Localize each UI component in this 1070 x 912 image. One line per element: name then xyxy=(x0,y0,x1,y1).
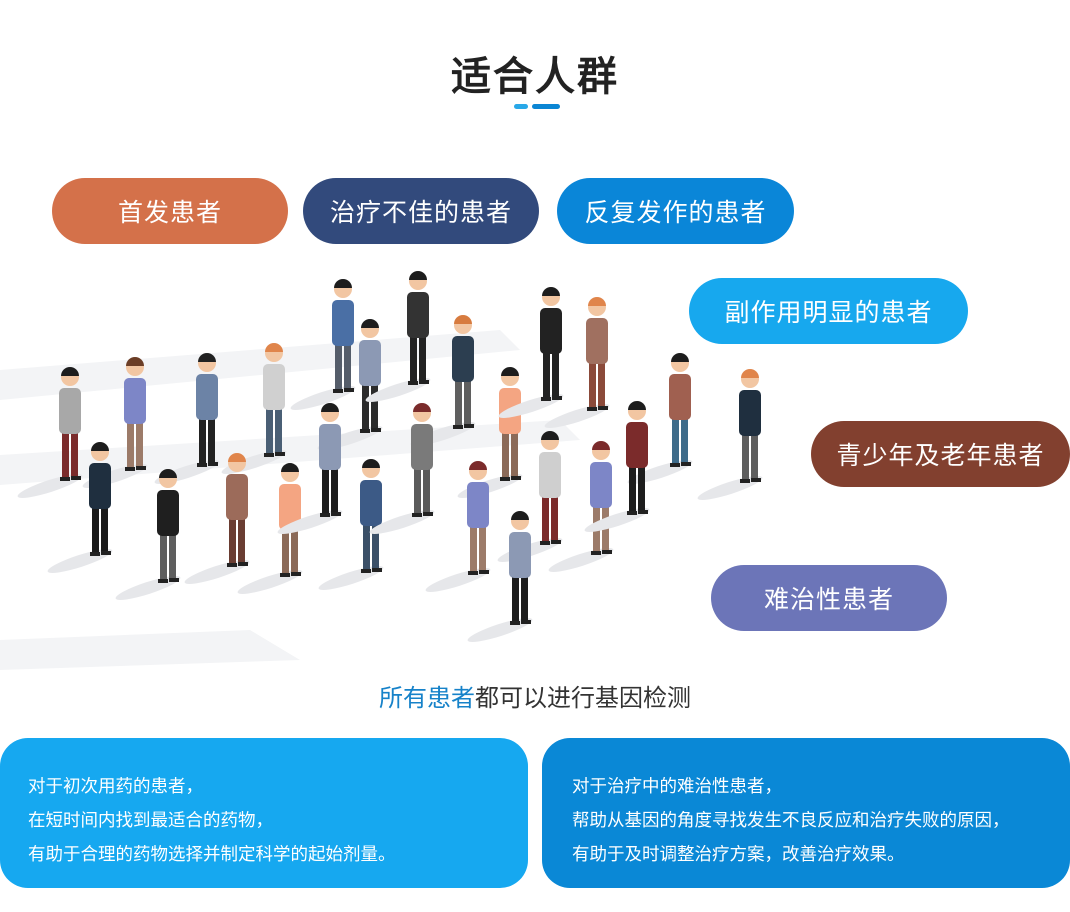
walking-person xyxy=(697,369,763,500)
walking-person xyxy=(47,442,113,573)
title-underline-long xyxy=(532,104,560,109)
tagline-highlight: 所有患者 xyxy=(379,684,475,712)
walking-person xyxy=(425,461,491,592)
card-first-use-line-2: 在短时间内找到最适合的药物， xyxy=(28,811,273,831)
walking-person xyxy=(318,459,384,590)
card-first-use-line-3: 有助于合理的药物选择并制定科学的起始剂量。 xyxy=(28,845,396,865)
pill-first-onset: 首发患者 xyxy=(52,178,288,244)
card-refractory-line-1: 对于治疗中的难治性患者， xyxy=(572,777,782,797)
walking-person xyxy=(115,469,181,600)
walking-person xyxy=(584,401,650,532)
walking-person xyxy=(467,511,533,642)
walking-person xyxy=(498,287,564,418)
card-first-use: 对于初次用药的患者， 在短时间内找到最适合的药物， 有助于合理的药物选择并制定科… xyxy=(0,738,528,888)
tagline-rest: 都可以进行基因检测 xyxy=(475,684,691,712)
walking-person xyxy=(290,279,356,410)
pill-poor-treatment: 治疗不佳的患者 xyxy=(303,178,539,244)
title-underline-short xyxy=(514,104,528,109)
pill-refractory: 难治性患者 xyxy=(711,565,947,631)
walking-person xyxy=(369,403,435,534)
walking-person xyxy=(184,453,250,584)
walking-person xyxy=(277,403,343,534)
card-refractory-line-2: 帮助从基因的角度寻找发生不良反应和治疗失败的原因， xyxy=(572,811,1010,831)
tagline: 所有患者都可以进行基因检测 xyxy=(0,678,1070,713)
section-title: 适合人群 xyxy=(451,54,619,100)
card-first-use-line-1: 对于初次用药的患者， xyxy=(28,777,203,797)
walking-person xyxy=(237,463,303,594)
walking-person xyxy=(365,271,431,402)
card-refractory-line-3: 有助于及时调整治疗方案，改善治疗效果。 xyxy=(572,845,905,865)
card-refractory: 对于治疗中的难治性患者， 帮助从基因的角度寻找发生不良反应和治疗失败的原因， 有… xyxy=(542,738,1070,888)
walking-crowd-illustration xyxy=(0,271,763,670)
pill-recurrent: 反复发作的患者 xyxy=(557,178,794,244)
pill-side-effects: 副作用明显的患者 xyxy=(689,278,968,344)
pill-youth-elderly: 青少年及老年患者 xyxy=(811,421,1070,487)
background-arrow-band xyxy=(0,630,300,670)
walking-person xyxy=(17,367,83,498)
walking-person xyxy=(544,297,610,428)
